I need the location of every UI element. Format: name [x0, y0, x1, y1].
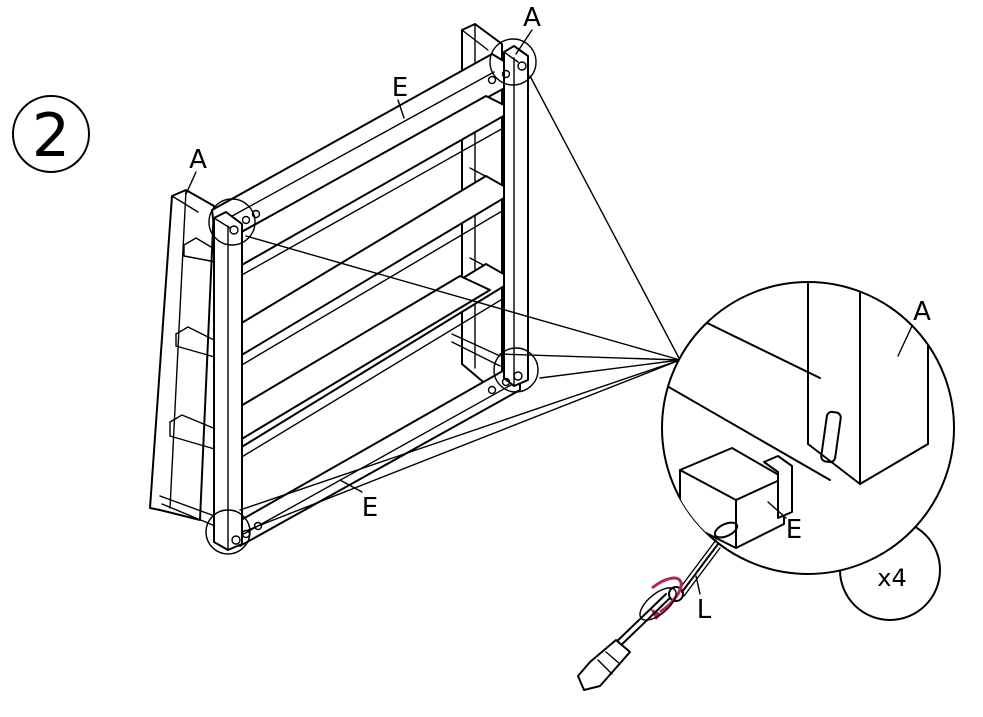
label-detail-a: A	[913, 297, 931, 327]
screw-l: L	[668, 539, 721, 625]
leader-part-a-left	[185, 171, 197, 195]
label-part-a-left: A	[189, 145, 207, 175]
part-labels: A A E E	[185, 3, 541, 523]
rotation-arrow	[651, 576, 683, 614]
shelf-unit	[149, 23, 539, 555]
front-left-upright	[213, 211, 243, 551]
step-number: 2	[32, 101, 70, 171]
rotation-arrow-head	[650, 608, 662, 620]
leader-part-a-top	[515, 29, 533, 55]
back-left-upright	[149, 189, 215, 521]
detail-leader-lines	[239, 75, 681, 531]
step-circle	[12, 95, 90, 173]
label-screw-l: L	[697, 595, 712, 625]
corner-highlights	[205, 38, 539, 555]
screwdriver	[577, 576, 683, 691]
rotation-ellipse	[639, 587, 677, 621]
screwdriver-handle	[577, 639, 631, 691]
leader-detail-e	[767, 501, 787, 519]
leader-detail-a	[897, 325, 913, 357]
screw-head	[668, 586, 684, 602]
step-marker: 2	[12, 95, 90, 173]
label-detail-e: E	[786, 515, 802, 545]
label-part-e-top: E	[392, 73, 408, 103]
leader-part-e-top	[397, 99, 405, 119]
slot-hole	[820, 410, 842, 464]
leader-screw-l	[695, 575, 701, 595]
screw-holes	[229, 61, 527, 545]
label-part-e-bottom: E	[362, 493, 378, 523]
label-part-a-top: A	[523, 3, 541, 33]
front-right-upright	[503, 45, 529, 387]
detail-view: A E	[661, 281, 955, 575]
leader-part-e-bottom	[339, 479, 363, 493]
quantity-label: x4	[877, 564, 906, 592]
